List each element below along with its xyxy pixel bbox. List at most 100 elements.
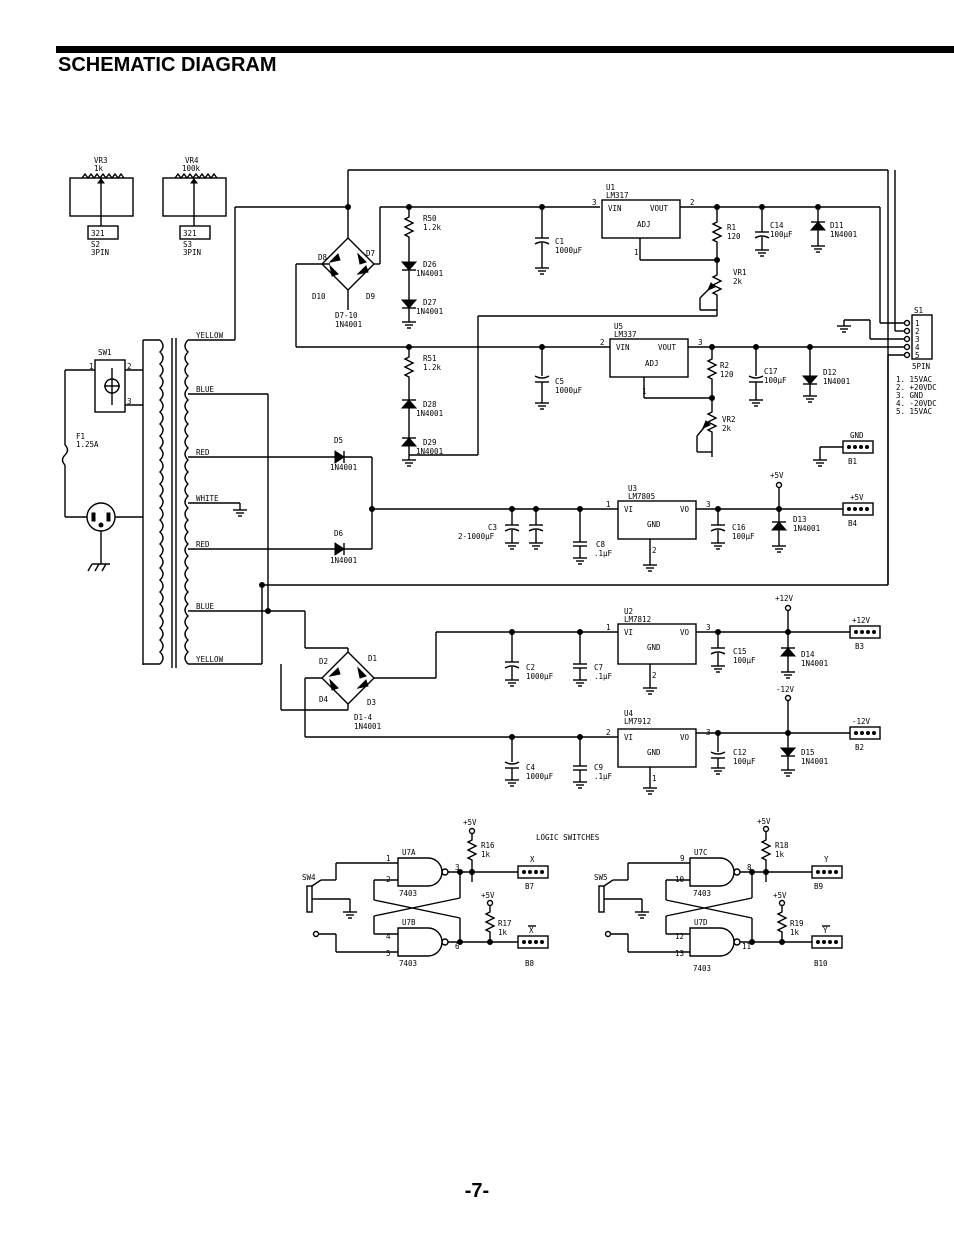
s2-label: S2 [91,240,100,249]
sw1-pin3: 3 [127,397,132,406]
c8-value: .1µF [594,549,613,558]
bridge-bottom: D2 D1 D4 D3 D1-4 1N4001 [304,631,618,738]
c2-label: C2 [526,663,535,672]
b3-title: +12V [852,616,871,625]
logic-latch-left: U7A 7403 U7B 7403 1 2 3 4 5 6 SW4 [302,818,549,968]
left-vcc1: +5V [463,818,477,827]
u4-gnd: GND [647,748,661,757]
d28-value: 1N4001 [416,409,443,418]
d27-label: D27 [423,298,437,307]
d5-part: 1N4001 [330,463,357,472]
u3-gnd: GND [647,520,661,529]
s1-type: 5PIN [912,362,930,371]
sw1-pin2: 2 [127,362,132,371]
c3-value: 2-1000µF [458,532,495,541]
s1-pin1: 1 [915,319,920,328]
page-title: SCHEMATIC DIAGRAM [58,54,277,76]
r17-value: 1k [498,928,508,937]
page-number: -7- [464,1180,490,1202]
d8-label: D8 [318,253,328,262]
u7c-label: U7C [694,848,708,857]
d26-value: 1N4001 [416,269,443,278]
y-bar-output-label: Y [823,926,828,935]
neg-twelve-volt-parts: C4 1000µF C9 .1µF C12 100µF -12V D15 1N4… [504,685,881,789]
s1-legend-2: 2. +20VDC [896,383,937,392]
u3-vo: VO [680,505,690,514]
vr1-value: 2k [733,277,743,286]
u4-regulator: U4 LM7912 VI VO GND 2 3 1 [509,709,850,795]
s3-type: 3PIN [183,248,201,257]
u5-pin2: 2 [600,338,605,347]
u7a-part: 7403 [399,889,417,898]
u3-pin2: 2 [652,546,657,555]
u7d-pin13: 13 [675,949,684,958]
r18-value: 1k [775,850,785,859]
r2-value: 120 [720,370,734,379]
r19-value: 1k [790,928,800,937]
c1-capacitor: C1 1000µF [534,207,583,275]
c9-value: .1µF [594,772,613,781]
gnd-connector-b1: GND B1 [813,431,874,467]
ladder-r50: R50 1.2k D26 1N4001 D27 1N4001 [400,204,443,329]
vr4-label: VR4 [185,156,199,165]
sw1-pin1: 1 [89,362,94,371]
c3-label: C3 [488,523,497,532]
u7b-pin4: 4 [386,932,391,941]
d10-label: D10 [312,292,326,301]
r50-value: 1.2k [423,223,442,232]
u2-name: U2 [624,607,633,616]
d14-label: D14 [801,650,815,659]
u2-gnd: GND [647,643,661,652]
u7d-pin11: 11 [742,942,751,951]
c14-capacitor: C14 100µF [754,207,793,257]
s2-type: 3PIN [91,248,109,257]
lead-red-bottom: RED [196,540,210,549]
r50-label: R50 [423,214,437,223]
s1-connector: S1 1 2 3 4 5 5PIN 1. 15VAC 2. +20VDC 3. … [837,170,937,585]
c9-label: C9 [594,763,603,772]
s1-legend-5: 5. 15VAC [896,407,932,416]
c16-value: 100µF [732,532,755,541]
u1-pin3: 3 [592,198,597,207]
b4-label: B4 [848,519,858,528]
u4-pin2: 2 [606,728,611,737]
header-rule [56,46,954,53]
d11-diode: D11 1N4001 [809,207,857,253]
u2-pin3: 3 [706,623,711,632]
u4-vi: VI [624,733,633,742]
u5-pin3: 3 [698,338,703,347]
c14-label: C14 [770,221,784,230]
r1-value: 120 [727,232,741,241]
r18-label: R18 [775,841,789,850]
u2-regulator: U2 LM7812 VI VO GND 1 3 2 [509,607,850,695]
five-volt-rail: +5V [770,471,784,480]
d6-label: D6 [334,529,344,538]
d7-label: D7 [366,249,375,258]
twelve-volt-parts: C2 1000µF C7 .1µF C15 100µF +12V D14 1N4… [504,594,881,687]
b7-label: B7 [525,882,534,891]
c4-value: 1000µF [526,772,554,781]
u7b-label: U7B [402,918,416,927]
s1-legend-3: 3. GND [896,391,924,400]
b1-title: GND [850,431,864,440]
lead-yellow-bottom: YELLOW [196,655,224,664]
vr3-label: VR3 [94,156,108,165]
u7a-label: U7A [402,848,416,857]
pot-vr4: VR4 100k 321 S3 3PIN [162,156,227,257]
u1-vout: VOUT [650,204,669,213]
u3-part: LM7805 [628,492,655,501]
lead-blue-bottom: BLUE [196,602,215,611]
c5-value: 1000µF [555,386,583,395]
b2-label: B2 [855,743,864,752]
neg-twelve-volt-rail: -12V [776,685,795,694]
y-output-label: Y [824,855,829,864]
vr2-label: VR2 [722,415,736,424]
d4-label: D4 [319,695,329,704]
u1-name: U1 [606,183,615,192]
u5-adj: ADJ [645,359,659,368]
u7b-pin6: 6 [455,942,460,951]
c7-label: C7 [594,663,603,672]
r19-label: R19 [790,919,804,928]
d5-label: D5 [334,436,343,445]
u7c-pin8: 8 [747,863,752,872]
